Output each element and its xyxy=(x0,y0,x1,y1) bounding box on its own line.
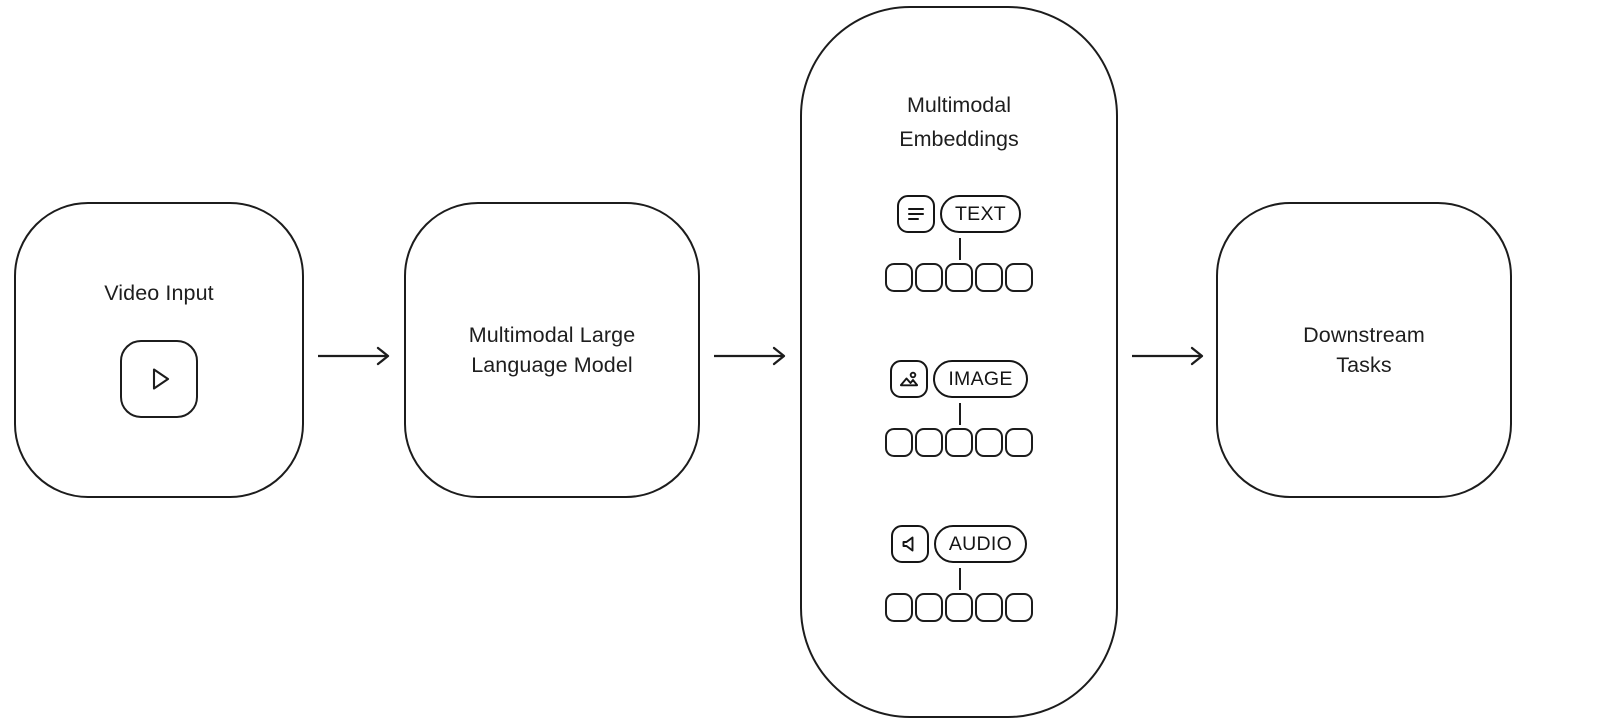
video-input-label: Video Input xyxy=(104,281,214,305)
modality-head-audio: AUDIO xyxy=(802,524,1116,564)
mllm-label: Multimodal Large Language Model xyxy=(468,323,636,377)
stage-multimodal-llm: Multimodal Large Language Model xyxy=(404,202,700,498)
connector-text xyxy=(802,234,1116,263)
embedding-cell xyxy=(945,428,973,457)
arrow-video-to-mllm xyxy=(318,345,396,367)
embedding-cells-audio xyxy=(802,593,1116,622)
stage-multimodal-embeddings: Multimodal Embeddings TEXT xyxy=(800,6,1118,718)
downstream-tasks-label: Downstream Tasks xyxy=(1303,323,1425,377)
modality-head-text: TEXT xyxy=(802,194,1116,234)
embedding-cell xyxy=(915,263,943,292)
text-lines-icon xyxy=(896,195,935,233)
stage-video-input: Video Input xyxy=(14,202,304,498)
embedding-cell xyxy=(915,428,943,457)
modality-group-text: TEXT xyxy=(802,194,1116,292)
embedding-cell xyxy=(975,263,1003,292)
embedding-cell xyxy=(885,263,913,292)
embedding-cell xyxy=(975,428,1003,457)
picture-icon xyxy=(890,360,929,398)
embedding-cell xyxy=(915,593,943,622)
modality-group-audio: AUDIO xyxy=(802,524,1116,622)
speaker-icon xyxy=(890,525,929,563)
play-icon xyxy=(142,362,176,396)
embedding-cell xyxy=(975,593,1003,622)
arrow-embeddings-to-downstream xyxy=(1132,345,1210,367)
embedding-cell xyxy=(885,593,913,622)
stage-downstream-tasks: Downstream Tasks xyxy=(1216,202,1512,498)
embedding-cell xyxy=(885,428,913,457)
embedding-cell xyxy=(1005,263,1033,292)
embedding-cell xyxy=(945,593,973,622)
modality-head-image: IMAGE xyxy=(802,359,1116,399)
embedding-cell xyxy=(945,263,973,292)
modality-group-image: IMAGE xyxy=(802,359,1116,457)
embedding-cells-text xyxy=(802,263,1116,292)
connector-audio xyxy=(802,564,1116,593)
play-button-chip xyxy=(120,340,198,418)
arrow-mllm-to-embeddings xyxy=(714,345,792,367)
modality-pill-audio[interactable]: AUDIO xyxy=(933,525,1028,563)
connector-image xyxy=(802,399,1116,428)
embedding-cells-image xyxy=(802,428,1116,457)
modality-pill-image[interactable]: IMAGE xyxy=(933,360,1028,398)
embedding-cell xyxy=(1005,428,1033,457)
modality-pill-text[interactable]: TEXT xyxy=(939,195,1022,233)
embedding-cell xyxy=(1005,593,1033,622)
embeddings-panel-title: Multimodal Embeddings xyxy=(899,93,1019,151)
